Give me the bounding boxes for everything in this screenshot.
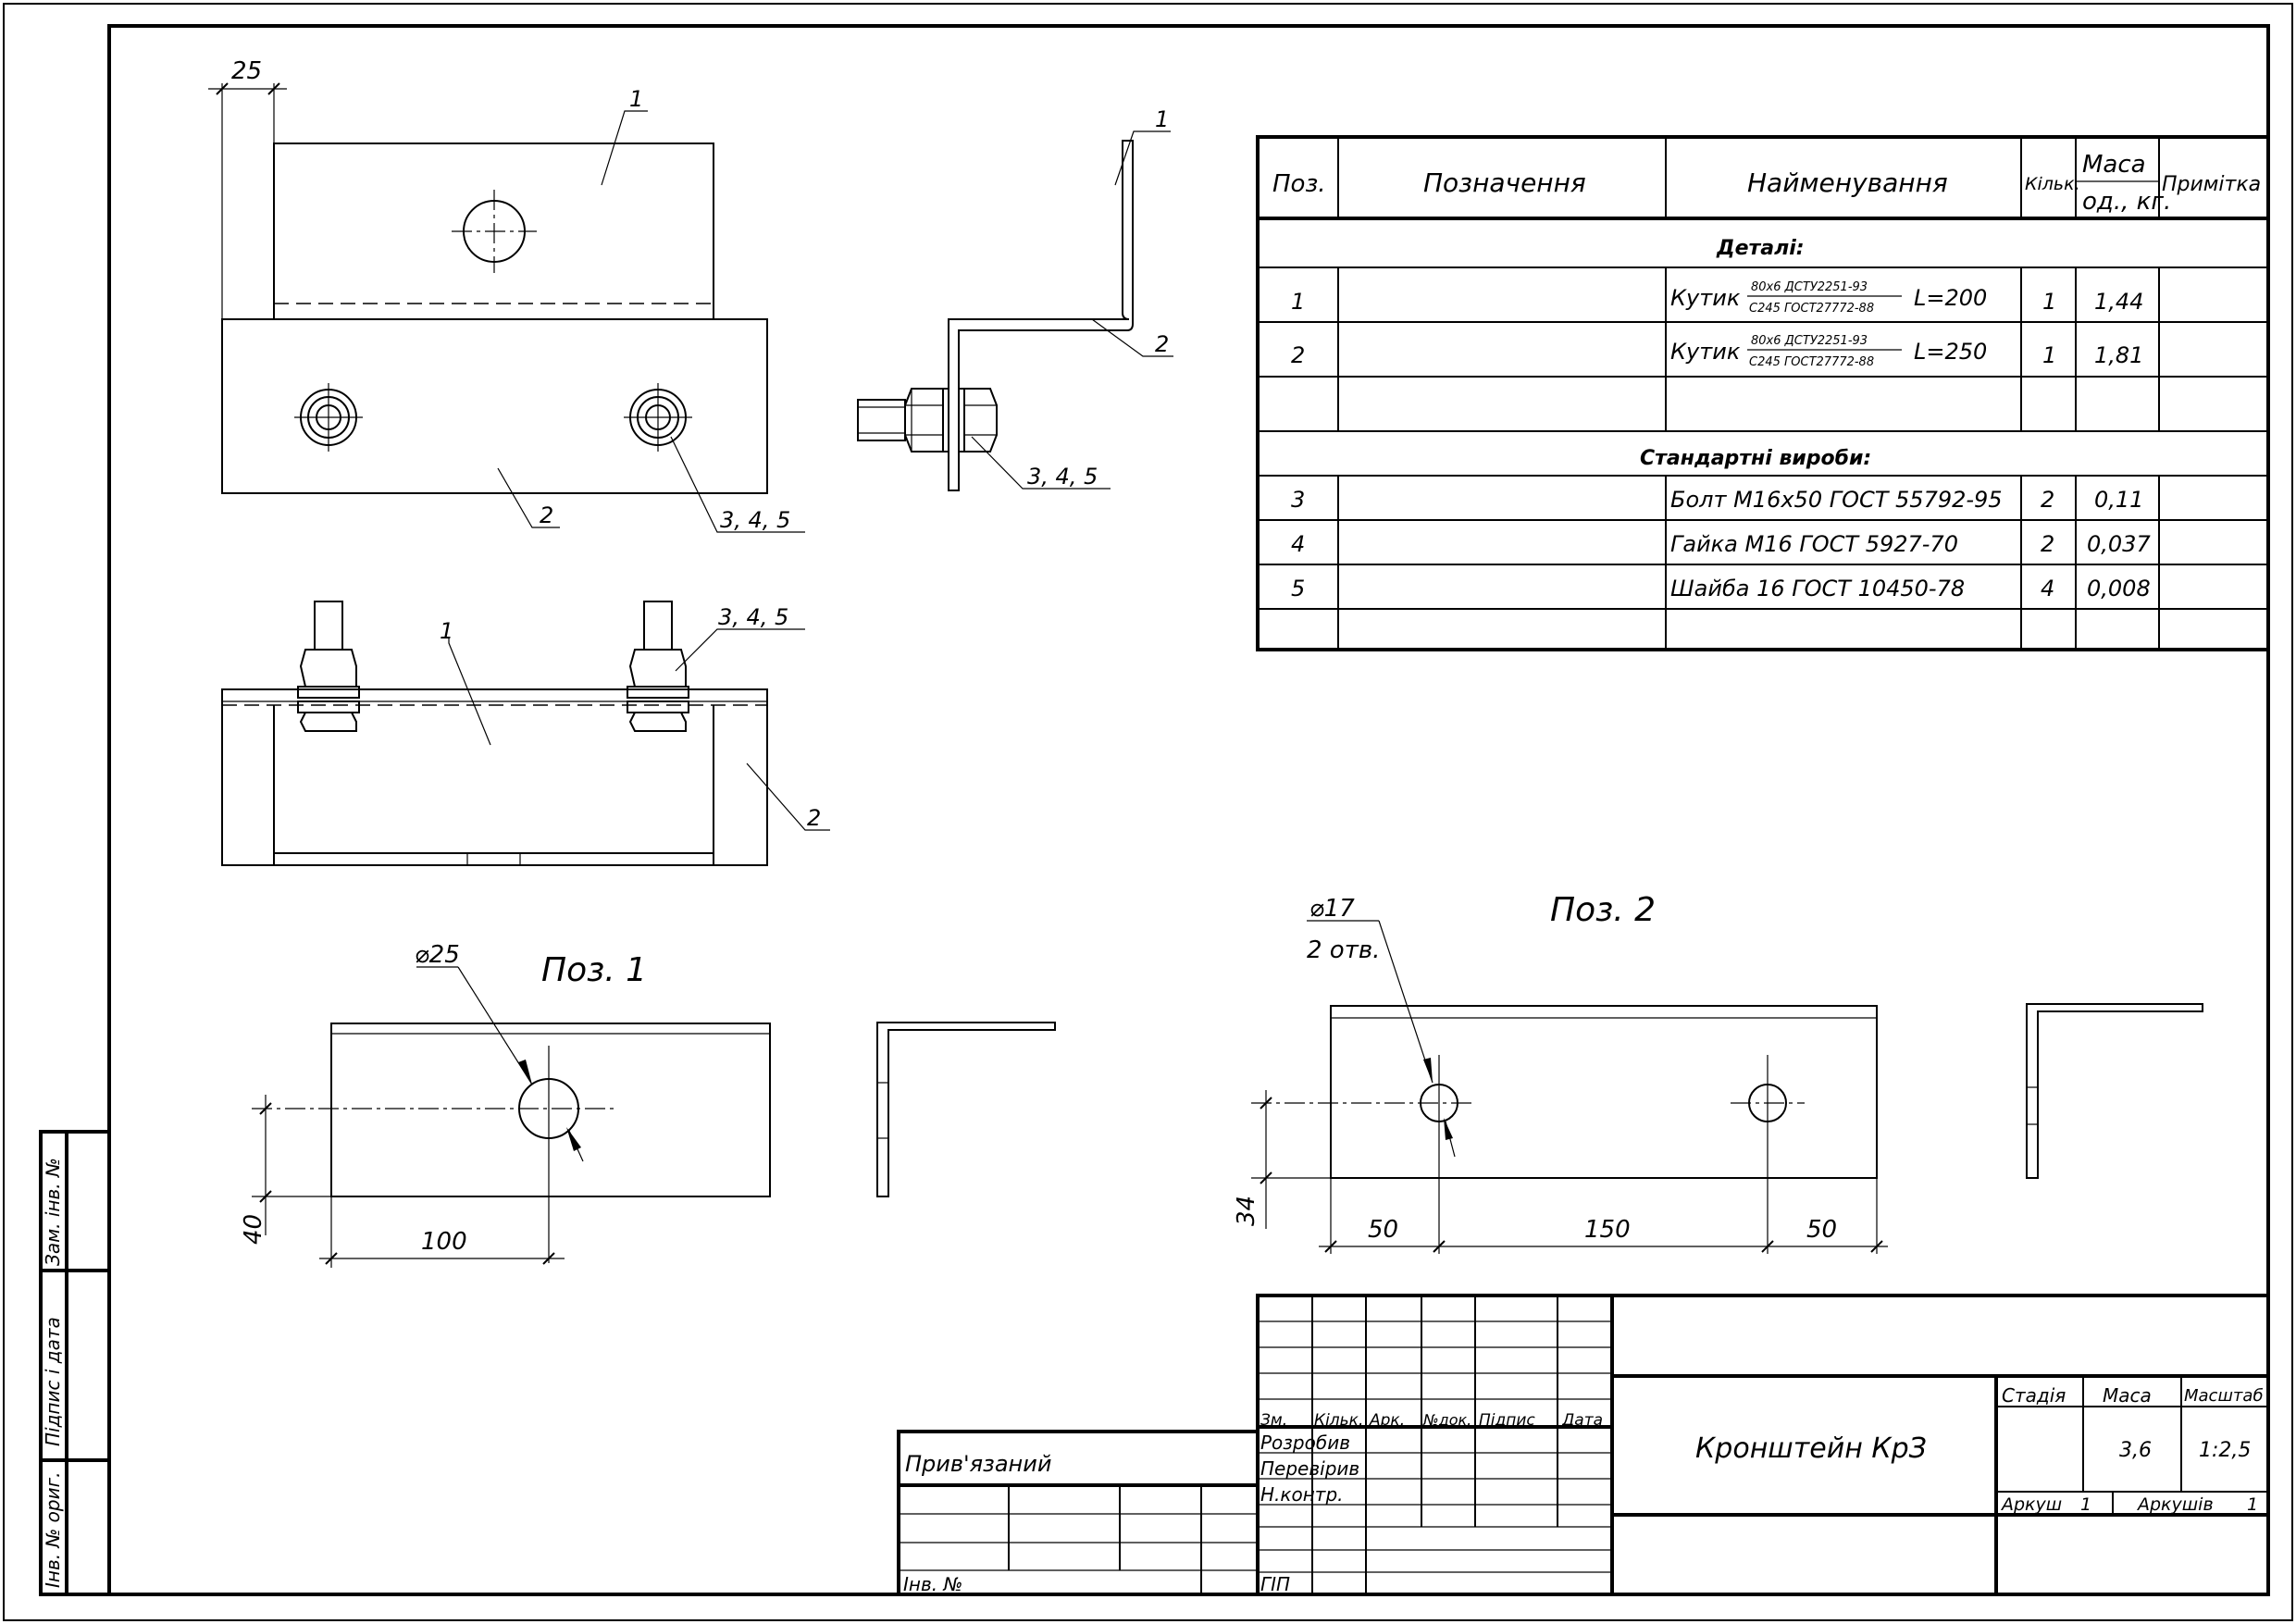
bolt-head-left xyxy=(294,383,363,452)
pos2-detail: Поз. 2 ⌀17 2 отв. 34 50 150 50 xyxy=(1233,891,2203,1254)
callout-1-side: 1 xyxy=(1155,106,1169,132)
front-view: 25 1 2 3, 4, 5 xyxy=(208,57,805,533)
dim-34: 34 xyxy=(1233,1196,1260,1226)
row1-qty: 1 xyxy=(2042,289,2056,315)
callout-2-plan: 2 xyxy=(807,805,821,831)
row3-name: Болт М16х50 ГОСТ 55792-95 xyxy=(1670,487,2003,513)
row2-name: Кутик xyxy=(1670,339,1741,365)
row5-name: Шайба 16 ГОСТ 10450-78 xyxy=(1670,576,1965,601)
sheets-label: Аркушів xyxy=(2136,1494,2214,1515)
header-qty: Кільк. xyxy=(2025,174,2080,194)
rev-header-sign: Підпис xyxy=(1479,1411,1535,1430)
dim-dia17: ⌀17 xyxy=(1309,895,1355,923)
dim-dia25: ⌀25 xyxy=(415,941,460,969)
row5-mass: 0,008 xyxy=(2087,576,2151,601)
dim-50-right: 50 xyxy=(1806,1216,1837,1244)
side-inv-label: Інв. № ориг. xyxy=(42,1472,64,1588)
row2-length: L=250 xyxy=(1914,339,1987,365)
pos1-detail: Поз. 1 ⌀25 40 100 xyxy=(240,941,1056,1268)
rev-header-date: Дата xyxy=(1561,1411,1603,1430)
row2-mass: 1,81 xyxy=(2094,342,2143,368)
role-gip: ГІП xyxy=(1260,1573,1290,1595)
outer-border xyxy=(3,3,2293,1621)
section-details: Деталі: xyxy=(1716,237,1805,260)
dim-holes-count: 2 отв. xyxy=(1307,936,1380,964)
rev-header-qty: Кільк. xyxy=(1314,1411,1363,1430)
rev-header-docno: №док. xyxy=(1422,1411,1471,1429)
header-pos: Поз. xyxy=(1272,170,1326,198)
row3-qty: 2 xyxy=(2041,487,2054,513)
row2-pos: 2 xyxy=(1291,342,1305,368)
dim-25-top: 25 xyxy=(231,57,262,85)
row1-frac-top: 80x6 ДСТУ2251-93 xyxy=(1751,280,1868,294)
title-block: Прив'язаний Інв. № Зм. Кільк. Арк. №док.… xyxy=(897,1294,2270,1596)
rev-header-zm: Зм. xyxy=(1260,1411,1287,1430)
side-sign-label: Підпис і дата xyxy=(42,1317,64,1446)
row2-frac-bottom: С245 ГОСТ27772-88 xyxy=(1749,355,1874,369)
sheets-value: 1 xyxy=(2247,1494,2258,1515)
bound-label: Прив'язаний xyxy=(905,1451,1051,1477)
header-designation: Позначення xyxy=(1423,167,1586,198)
row2-frac-top: 80x6 ДСТУ2251-93 xyxy=(1751,334,1868,348)
side-zam-label: Зам. інв. № xyxy=(42,1158,64,1266)
callout-1-front: 1 xyxy=(629,86,643,112)
header-mass-1: Маса xyxy=(2082,151,2146,179)
drawing-frame xyxy=(107,24,2270,1596)
dim-50-left: 50 xyxy=(1368,1216,1398,1244)
header-note: Примітка xyxy=(2162,173,2261,196)
callout-345-side: 3, 4, 5 xyxy=(1027,464,1098,490)
callout-2-side: 2 xyxy=(1155,331,1169,357)
section-standard: Стандартні вироби: xyxy=(1640,447,1871,470)
callout-2-front: 2 xyxy=(540,502,553,528)
pos1-title: Поз. 1 xyxy=(541,951,647,989)
header-mass-2: од., кг. xyxy=(2082,188,2171,216)
row3-pos: 3 xyxy=(1291,487,1305,513)
specification-table: Поз. Позначення Найменування Кільк. Маса… xyxy=(1256,135,2270,651)
role-developer: Розробив xyxy=(1260,1432,1350,1454)
side-view: 1 2 3, 4, 5 xyxy=(857,106,1173,491)
pos2-title: Поз. 2 xyxy=(1550,891,1656,929)
mass-value: 3,6 xyxy=(2119,1439,2152,1462)
callout-1-plan: 1 xyxy=(440,618,453,644)
role-norm-control: Н.контр. xyxy=(1260,1483,1344,1506)
row4-pos: 4 xyxy=(1291,531,1305,557)
side-stamp: Зам. інв. № Підпис і дата Інв. № ориг. xyxy=(39,1130,111,1596)
row1-pos: 1 xyxy=(1291,289,1305,315)
row3-mass: 0,11 xyxy=(2094,487,2143,513)
stage-label: Стадія xyxy=(2002,1384,2066,1407)
row4-qty: 2 xyxy=(2041,531,2054,557)
row1-length: L=200 xyxy=(1914,285,1987,311)
callout-345-plan: 3, 4, 5 xyxy=(718,604,788,630)
row2-qty: 1 xyxy=(2042,342,2056,368)
row5-pos: 5 xyxy=(1291,576,1305,601)
row1-name: Кутик xyxy=(1670,285,1741,311)
callout-345-front: 3, 4, 5 xyxy=(720,507,790,533)
dim-40: 40 xyxy=(240,1214,267,1245)
row1-mass: 1,44 xyxy=(2094,289,2143,315)
rev-header-sheet: Арк. xyxy=(1369,1411,1405,1430)
drawing-title: Кронштейн КрЗ xyxy=(1695,1432,1927,1465)
row5-qty: 4 xyxy=(2041,576,2054,601)
scale-value: 1:2,5 xyxy=(2199,1439,2251,1462)
dim-100: 100 xyxy=(421,1228,467,1256)
sheet-value: 1 xyxy=(2080,1494,2091,1515)
row1-frac-bottom: С245 ГОСТ27772-88 xyxy=(1749,302,1874,316)
sheet-label: Аркуш xyxy=(2000,1494,2062,1515)
scale-label: Масштаб xyxy=(2184,1386,2264,1406)
role-checker: Перевірив xyxy=(1260,1457,1359,1480)
bolt-head-right xyxy=(624,383,692,452)
header-name: Найменування xyxy=(1747,167,1948,198)
mass-label: Маса xyxy=(2103,1384,2152,1407)
plan-view: 1 2 3, 4, 5 xyxy=(221,601,830,866)
row4-mass: 0,037 xyxy=(2087,531,2151,557)
inv-no-label: Інв. № xyxy=(903,1573,962,1595)
row4-name: Гайка М16 ГОСТ 5927-70 xyxy=(1670,531,1958,557)
dim-150: 150 xyxy=(1584,1216,1631,1244)
